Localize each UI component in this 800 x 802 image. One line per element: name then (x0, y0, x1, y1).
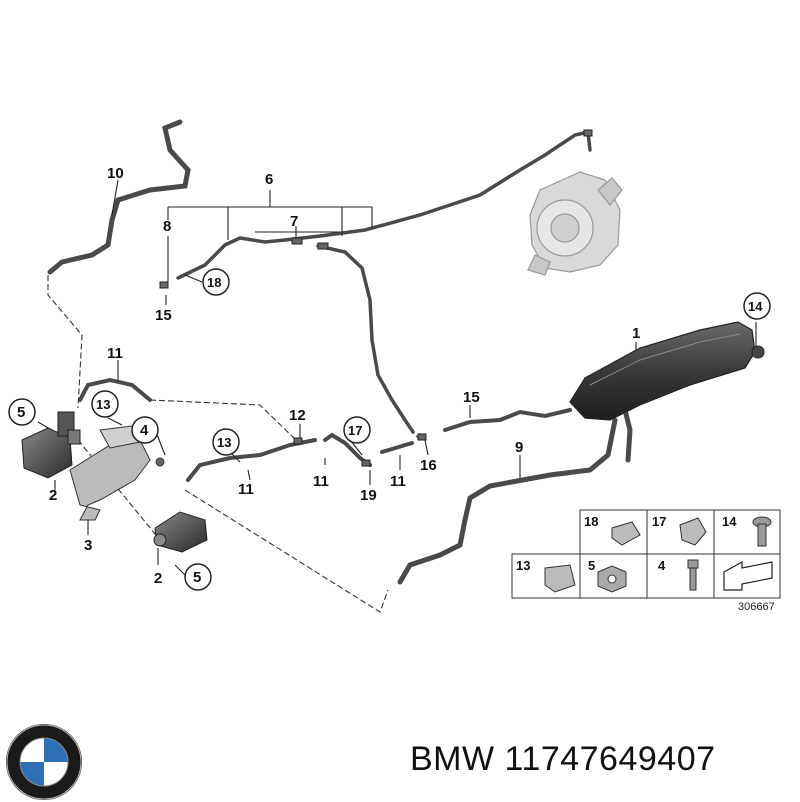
callout-3: 3 (84, 537, 92, 554)
connectors (159, 129, 593, 467)
callout-2-upper: 2 (49, 487, 57, 504)
callout-16: 16 (420, 457, 437, 474)
callout-18: 18 (207, 275, 221, 290)
legend-label-17: 17 (652, 514, 666, 529)
callout-11-right: 11 (390, 473, 406, 490)
legend-icon-nut-5 (597, 565, 627, 593)
callout-13-lower: 13 (217, 435, 231, 450)
legend-label-13: 13 (516, 558, 530, 573)
solenoid-valve-lower (153, 511, 208, 553)
callout-19: 19 (360, 487, 377, 504)
legend-label-14: 14 (722, 514, 737, 529)
callout-17: 17 (348, 423, 362, 438)
callout-7: 7 (290, 213, 298, 230)
legend-icon-clamp-13 (544, 564, 576, 593)
callout-10: 10 (107, 165, 124, 182)
callout-4: 4 (140, 422, 149, 439)
legend-icon-clip-18 (611, 521, 641, 546)
legend-label-4: 4 (658, 558, 666, 573)
bracket-6 (111, 179, 373, 282)
part-number-title: BMW 11747649407 (410, 740, 716, 778)
callout-13-upper: 13 (96, 397, 110, 412)
bmw-logo (6, 724, 82, 800)
legend-label-5: 5 (588, 558, 595, 573)
vacuum-reservoir (569, 321, 765, 421)
hose-9 (397, 407, 633, 585)
solenoid-valve-upper (21, 411, 81, 479)
legend-icon-bolt-14 (752, 516, 772, 547)
callout-11-upper: 11 (107, 345, 123, 362)
callout-2-lower: 2 (154, 570, 162, 587)
callout-11-mid: 11 (313, 473, 329, 490)
callout-1: 1 (632, 325, 640, 342)
callout-12: 12 (289, 407, 306, 424)
hose-6 (176, 129, 592, 434)
legend-icon-clip-17 (679, 517, 707, 546)
callout-5-lower: 5 (193, 569, 201, 586)
callout-15-right: 15 (463, 389, 480, 406)
hose-15 (443, 408, 572, 432)
callout-15-left: 15 (155, 307, 172, 324)
hose-11-upper (78, 377, 152, 402)
legend-arrow-icon (723, 560, 773, 591)
callout-5-upper: 5 (17, 404, 25, 421)
callout-8: 8 (163, 218, 171, 235)
hose-10 (47, 119, 191, 275)
callout-6: 6 (265, 171, 273, 188)
vacuum-pump (527, 171, 623, 276)
circled-callouts (8, 268, 771, 591)
callout-9: 9 (515, 439, 523, 456)
legend-icon-bolt-4 (687, 559, 699, 591)
legend-label-18: 18 (584, 514, 598, 529)
diagram-reference-number: 306667 (738, 601, 775, 613)
callout-11-left: 11 (238, 481, 254, 498)
callout-14: 14 (748, 299, 763, 314)
